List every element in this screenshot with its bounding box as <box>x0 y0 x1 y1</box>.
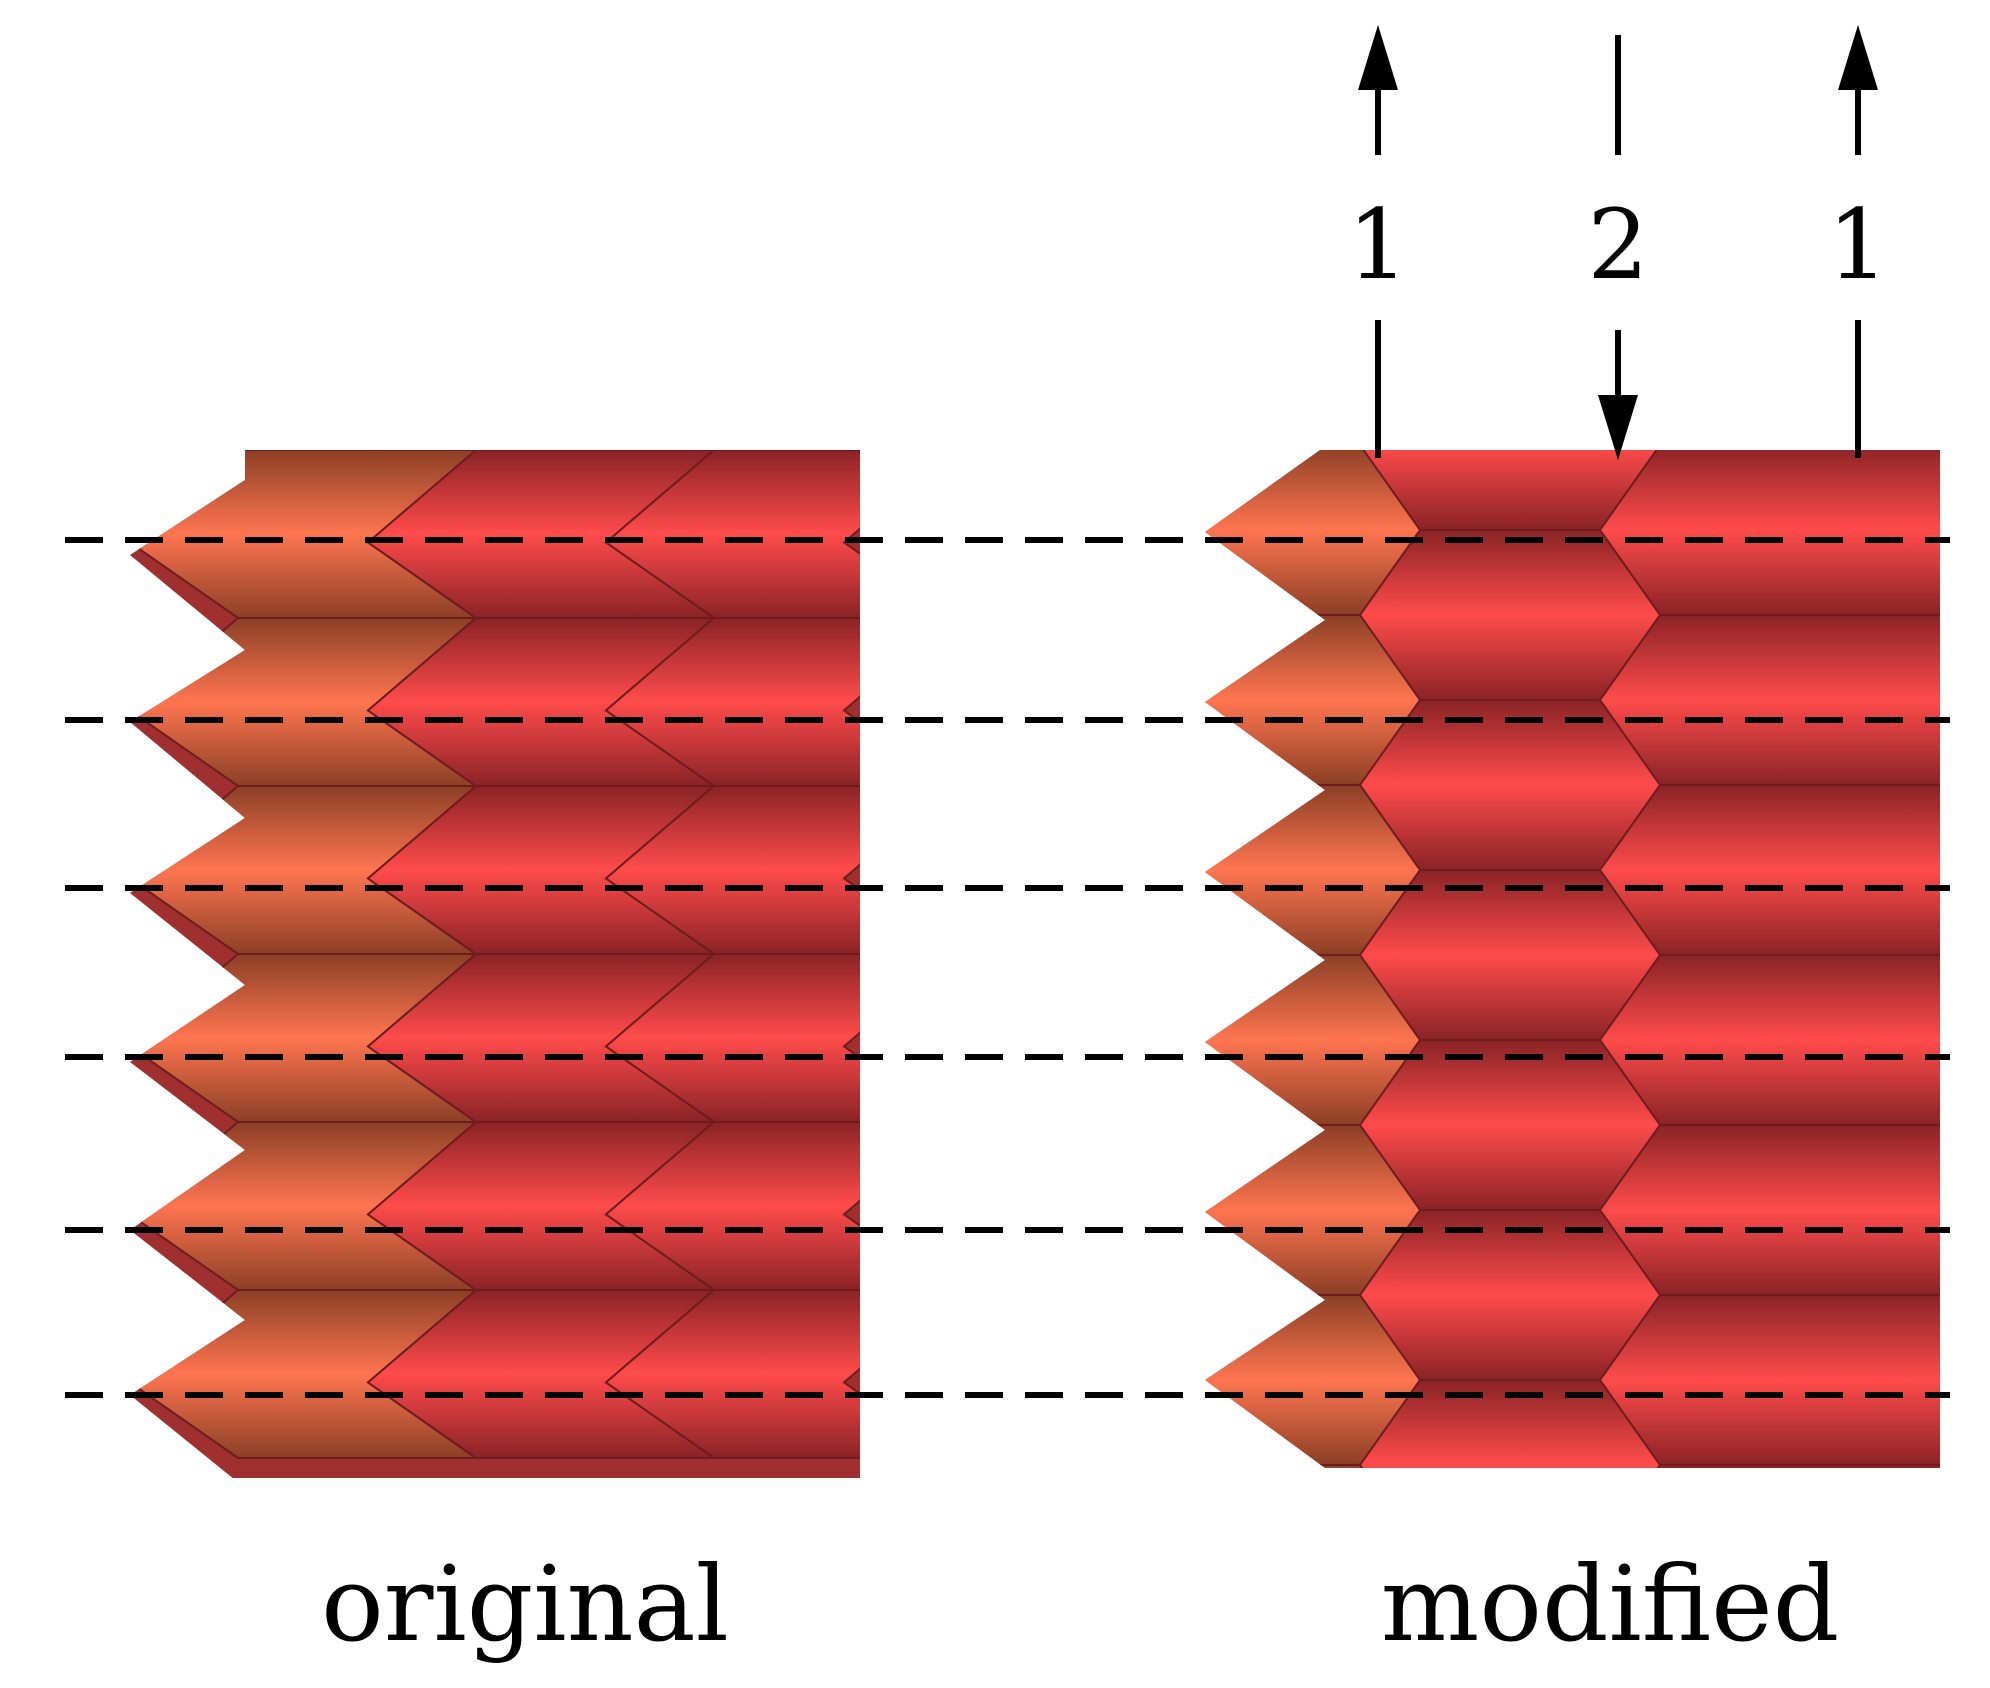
modified-tile <box>1600 275 1990 445</box>
modified-tile <box>1105 275 1505 445</box>
original-tile <box>604 1289 860 1459</box>
modified-tile <box>1598 450 1940 616</box>
modified-panel <box>1105 275 1990 1468</box>
original-tile <box>604 617 860 787</box>
original-tile <box>604 1121 860 1291</box>
column-marker: 1 <box>1827 25 1889 458</box>
column-number-label: 2 <box>1587 189 1648 301</box>
original-caption: original <box>321 1543 729 1665</box>
arrowhead-down-icon <box>1598 395 1638 460</box>
original-tile <box>604 785 860 955</box>
modified-tile <box>1598 614 1940 786</box>
arrowhead-up-icon <box>1838 25 1878 90</box>
modified-tile <box>1598 1294 1940 1466</box>
original-tile <box>604 953 860 1123</box>
column-number-label: 1 <box>1827 189 1888 301</box>
original-tile-lattice <box>130 450 860 1478</box>
modified-tile-lattice <box>1105 275 1990 1468</box>
column-number-label: 1 <box>1347 189 1408 301</box>
reference-lines <box>65 537 1950 1398</box>
column-marker: 2 <box>1587 35 1649 460</box>
modified-tile <box>1598 954 1940 1126</box>
modified-tile <box>1598 784 1940 956</box>
arrowhead-up-icon <box>1358 25 1398 90</box>
modified-tile <box>1598 1464 1940 1468</box>
original-panel <box>130 450 860 1478</box>
column-markers: 1 2 1 <box>1347 25 1889 460</box>
modified-caption: modified <box>1381 1543 1840 1665</box>
column-marker: 1 <box>1347 25 1409 458</box>
modified-tile <box>1598 1124 1940 1296</box>
